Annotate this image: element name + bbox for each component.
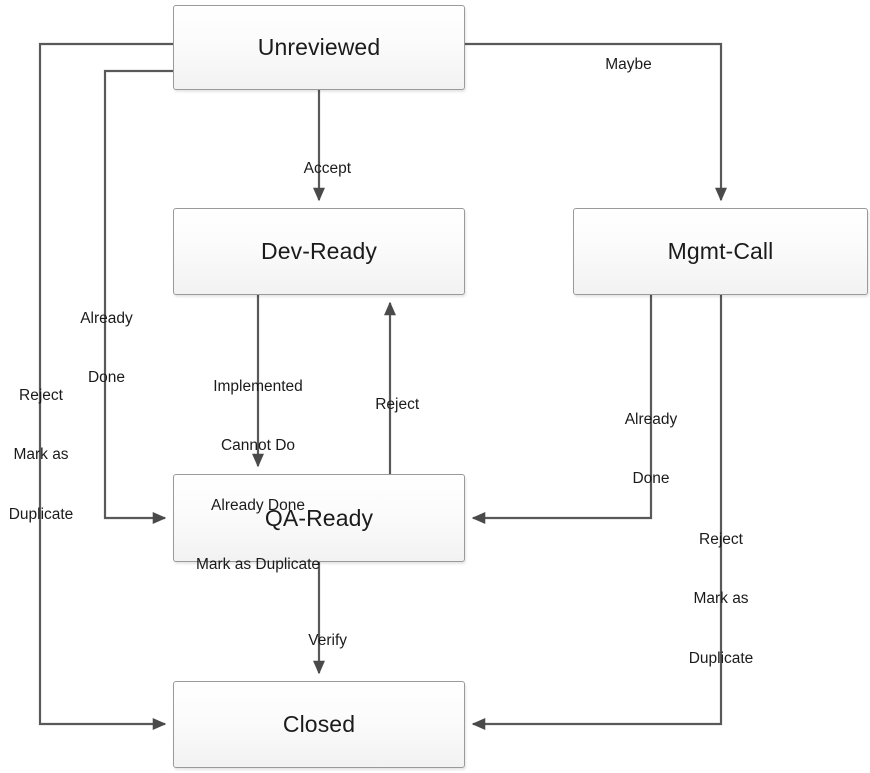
edge-mgmt-reject [471,295,723,731]
edge-unreviewed-reject [38,42,173,731]
edge-label-dev-to-qa-line3: Already Done [211,496,305,514]
edge-label-mgmt-already-done-line2: Done [632,470,670,488]
node-label-mgmt-call: Mgmt-Call [667,238,774,264]
edge-label-already-done-line1: Already [80,309,133,327]
edge-maybe [465,42,728,202]
edge-label-mgmt-reject-line2: Mark as [693,590,749,608]
edge-label-unreviewed-reject-line1: Reject [19,386,63,404]
edge-label-mgmt-reject-line3: Duplicate [688,649,754,667]
edge-label-mgmt-reject: Reject Mark as Duplicate [678,490,764,708]
edge-label-qa-reject: Reject [358,375,420,434]
edge-label-unreviewed-already-done: Already Done [64,269,149,428]
edge-label-dev-to-qa-line1: Implemented [213,377,303,395]
edge-label-dev-to-qa: Implemented Cannot Do Already Done Mark … [176,337,340,615]
edge-label-unreviewed-reject: Reject Mark as Duplicate [0,346,82,564]
edge-label-dev-to-qa-line2: Cannot Do [220,437,296,455]
node-qa-ready[interactable]: QA-Ready [173,474,465,562]
node-closed[interactable]: Closed [173,681,465,768]
edge-label-maybe: Maybe [585,35,655,94]
edge-label-accept-text: Accept [303,159,351,177]
edge-label-mgmt-already-done-line1: Already [624,410,678,428]
node-label-closed: Closed [282,711,356,737]
edge-label-verify: Verify [289,611,347,670]
edge-label-verify-text: Verify [308,631,347,649]
node-label-qa-ready: QA-Ready [264,504,374,531]
node-dev-ready[interactable]: Dev-Ready [173,208,465,295]
edge-label-unreviewed-reject-line2: Mark as [13,446,69,464]
node-label-unreviewed: Unreviewed [257,34,381,60]
edge-label-accept: Accept [287,139,351,198]
edge-unreviewed-already-done [103,69,173,525]
edge-label-mgmt-reject-line1: Reject [699,530,743,548]
edge-mgmt-already-done [471,295,653,525]
node-mgmt-call[interactable]: Mgmt-Call [573,208,868,295]
edge-label-maybe-text: Maybe [602,55,655,73]
edge-label-already-done-line2: Done [87,369,126,387]
edge-label-unreviewed-reject-line3: Duplicate [8,505,74,523]
node-unreviewed[interactable]: Unreviewed [173,5,465,90]
edge-label-dev-to-qa-line4: Mark as Duplicate [195,556,321,574]
edge-label-qa-reject-text: Reject [375,395,420,413]
edge-label-mgmt-already-done: Already Done [607,370,695,529]
node-label-dev-ready: Dev-Ready [261,238,377,264]
